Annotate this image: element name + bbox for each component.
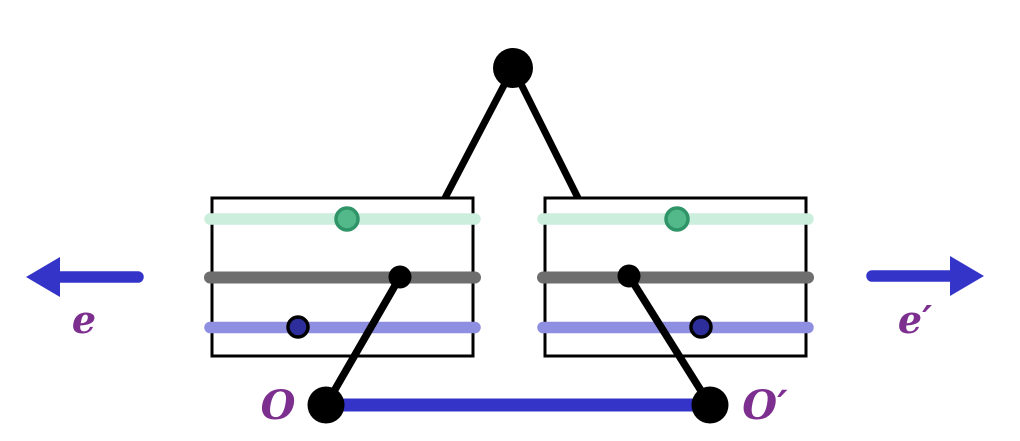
left-vertex-label: O (261, 382, 296, 429)
right-arrow-icon (866, 256, 984, 296)
left-diagonal-edge (322, 273, 404, 409)
left-arrow-icon (26, 257, 144, 297)
left-bottom-vertex-dot (307, 386, 345, 424)
right-diagonal-edge (625, 272, 714, 409)
left-green-dot (334, 206, 360, 232)
left-black-dot (388, 265, 412, 289)
right-green-dot (664, 206, 690, 232)
right-navy-dot (689, 315, 713, 339)
right-bottom-vertex-dot (691, 386, 729, 424)
right-arrow-head (950, 256, 984, 296)
left-edge-label: e (72, 297, 96, 342)
left-arrow-head (26, 257, 60, 297)
left-branch-edge (441, 66, 517, 200)
right-vertex-label: O′ (742, 382, 788, 429)
right-black-dot (617, 264, 641, 288)
top-vertex-dot (493, 48, 533, 88)
right-branch-edge (509, 66, 582, 200)
right-edge-label: e′ (898, 297, 932, 342)
left-navy-dot (286, 315, 310, 339)
